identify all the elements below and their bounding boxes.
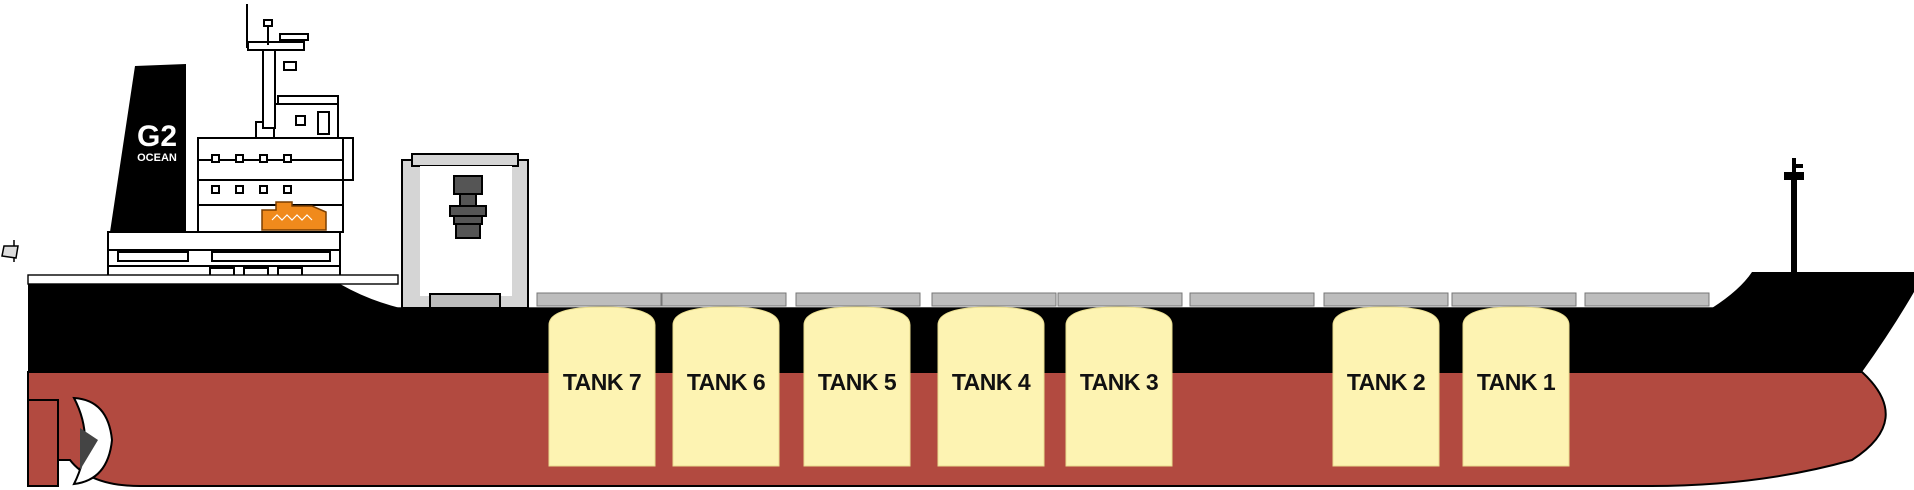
tank-label: TANK 6 — [687, 369, 765, 395]
funnel: G2 OCEAN — [110, 64, 186, 232]
tank-body — [672, 306, 780, 467]
tank: TANK 7 — [548, 306, 656, 467]
hatch-cover — [536, 292, 662, 307]
tank-body — [803, 306, 911, 467]
hatch-covers — [536, 292, 1710, 307]
tank: TANK 2 — [1332, 306, 1440, 467]
logo-mark: G2 — [137, 120, 177, 153]
deck-crane — [401, 153, 529, 309]
hatch-cover — [1451, 292, 1577, 307]
hatch-cover — [1584, 292, 1710, 307]
tank: TANK 5 — [803, 306, 911, 467]
tank-label: TANK 2 — [1347, 369, 1425, 395]
tank-body — [1332, 306, 1440, 467]
hatch-cover — [931, 292, 1057, 307]
tank-label: TANK 1 — [1477, 369, 1556, 395]
tank-body — [937, 306, 1045, 467]
hatch-cover — [1323, 292, 1449, 307]
tank-body — [1065, 306, 1173, 467]
logo-name: OCEAN — [137, 152, 177, 164]
stern-flag — [1, 240, 19, 262]
hatch-cover — [1189, 292, 1315, 307]
tank-label: TANK 5 — [818, 369, 897, 395]
forecastle — [1712, 272, 1914, 308]
tank: TANK 6 — [672, 306, 780, 467]
radar-mast — [246, 4, 309, 129]
tank: TANK 4 — [937, 306, 1045, 467]
lifeboat — [261, 201, 327, 231]
foremast — [1784, 158, 1804, 274]
tank-body — [548, 306, 656, 467]
hatch-cover — [1057, 292, 1183, 307]
tank-label: TANK 7 — [563, 369, 641, 395]
tank: TANK 1 — [1462, 306, 1570, 467]
tank-label: TANK 4 — [952, 369, 1031, 395]
hatch-cover — [661, 292, 787, 307]
tank-body — [1462, 306, 1570, 467]
hatch-cover — [795, 292, 921, 307]
tank-list: TANK 7 TANK 6 TANK 5 TANK 4 TANK 3 TANK 2 TANK… — [548, 306, 1570, 467]
tank: TANK 3 — [1065, 306, 1173, 467]
tank-label: TANK 3 — [1080, 369, 1158, 395]
